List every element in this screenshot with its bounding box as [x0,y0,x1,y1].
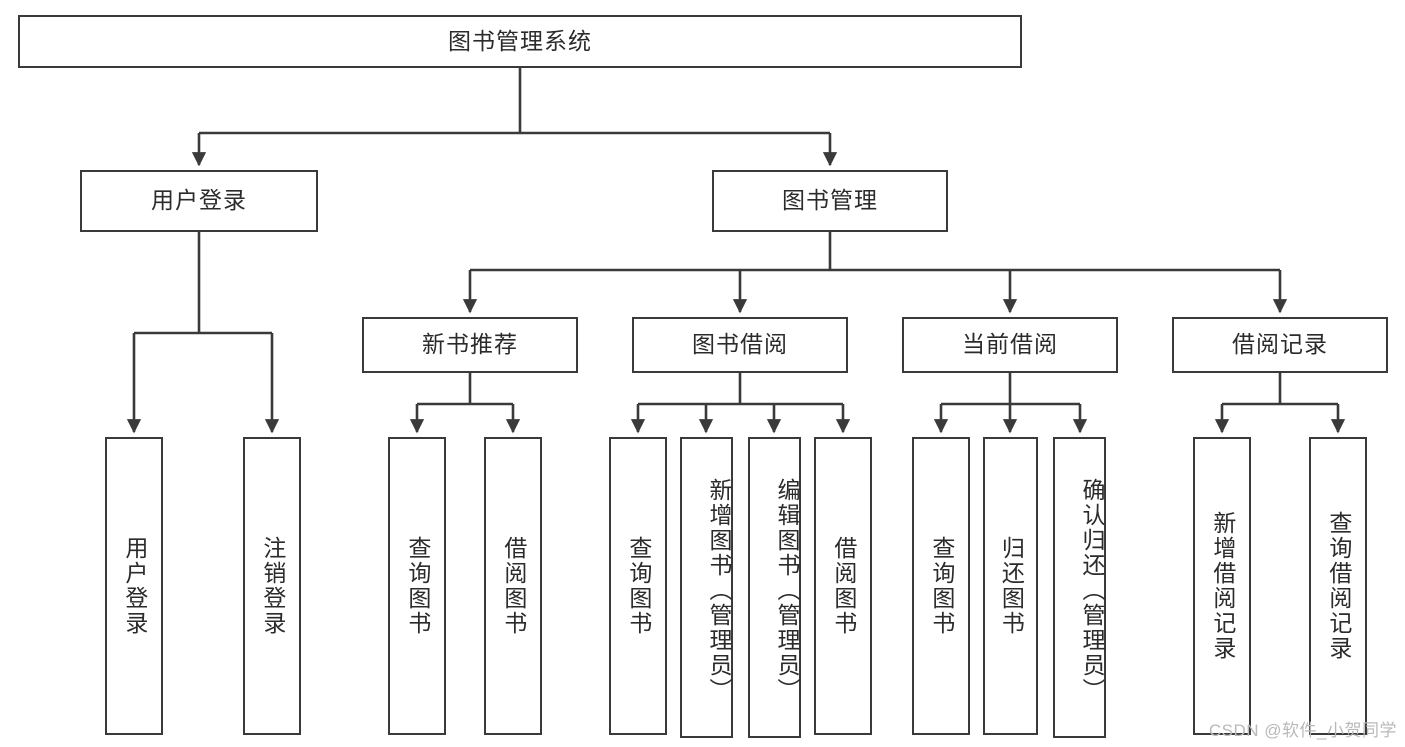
node-leaf-query-borrow-record-label: 查询借阅记录 [1325,511,1352,661]
node-leaf-user-login-label: 用户登录 [121,536,148,636]
node-leaf-borrow-book-borrow[interactable]: 借阅图书 [814,437,872,735]
node-new-book-recommend[interactable]: 新书推荐 [362,317,578,373]
node-leaf-query-book-borrow[interactable]: 查询图书 [609,437,667,735]
node-borrow-records-label: 借阅记录 [1232,331,1328,358]
csdn-watermark: CSDN @软件_小贺同学 [1208,721,1397,740]
node-leaf-borrow-book-borrow-label: 借阅图书 [830,536,857,636]
node-borrow-records[interactable]: 借阅记录 [1172,317,1388,373]
node-leaf-borrow-book-recommend[interactable]: 借阅图书 [484,437,542,735]
node-leaf-query-book-borrow-label: 查询图书 [625,536,652,636]
node-root-label: 图书管理系统 [448,27,592,54]
node-user-login-label: 用户登录 [151,187,247,214]
node-book-management-label: 图书管理 [782,187,878,214]
node-leaf-user-login[interactable]: 用户登录 [105,437,163,735]
node-leaf-query-book-recommend[interactable]: 查询图书 [388,437,446,735]
node-leaf-borrow-book-recommend-label: 借阅图书 [500,536,527,636]
node-book-management[interactable]: 图书管理 [712,170,948,232]
node-leaf-query-book-current[interactable]: 查询图书 [912,437,970,735]
node-leaf-query-book-current-label: 查询图书 [928,536,955,636]
node-leaf-confirm-return-admin[interactable]: 确认归还（管理员） [1053,437,1106,738]
node-book-borrow[interactable]: 图书借阅 [632,317,848,373]
node-leaf-logout[interactable]: 注销登录 [243,437,301,735]
node-leaf-logout-label: 注销登录 [259,536,286,636]
node-new-book-recommend-label: 新书推荐 [422,331,518,358]
node-leaf-query-borrow-record[interactable]: 查询借阅记录 [1309,437,1367,735]
node-leaf-add-borrow-record[interactable]: 新增借阅记录 [1193,437,1251,735]
node-current-borrow-label: 当前借阅 [962,331,1058,358]
node-user-login[interactable]: 用户登录 [80,170,318,232]
node-leaf-return-book[interactable]: 归还图书 [983,437,1038,735]
node-leaf-add-book-admin[interactable]: 新增图书（管理员） [680,437,733,738]
node-leaf-query-book-recommend-label: 查询图书 [404,536,431,636]
node-leaf-edit-book-admin-label: 编辑图书（管理员） [774,478,800,703]
node-leaf-confirm-return-admin-label: 确认归还（管理员） [1079,478,1105,703]
node-book-borrow-label: 图书借阅 [692,331,788,358]
node-root-book-management-system[interactable]: 图书管理系统 [18,15,1022,68]
node-leaf-add-book-admin-label: 新增图书（管理员） [706,478,732,703]
node-leaf-return-book-label: 归还图书 [998,536,1025,636]
node-current-borrow[interactable]: 当前借阅 [902,317,1118,373]
node-leaf-add-borrow-record-label: 新增借阅记录 [1209,511,1236,661]
node-leaf-edit-book-admin[interactable]: 编辑图书（管理员） [748,437,801,738]
